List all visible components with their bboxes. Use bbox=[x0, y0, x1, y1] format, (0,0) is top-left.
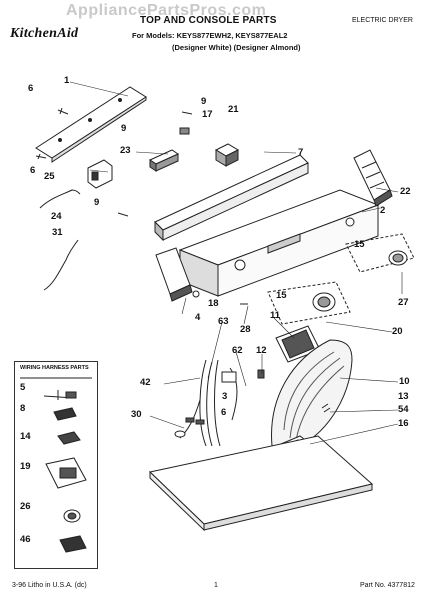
callout-27: 27 bbox=[398, 297, 409, 308]
part-switch bbox=[214, 143, 240, 167]
callout-23: 23 bbox=[120, 145, 131, 156]
callout-15: 15 bbox=[276, 290, 287, 301]
litho-note: 3-96 Litho in U.S.A. (dc) bbox=[12, 582, 87, 589]
part-console-frame bbox=[154, 154, 309, 242]
legend-title: WIRING HARNESS PARTS bbox=[20, 365, 89, 371]
callout-6: 6 bbox=[30, 165, 36, 176]
legend-parts bbox=[20, 377, 92, 553]
callout-9: 9 bbox=[94, 197, 100, 208]
page-title: TOP AND CONSOLE PARTS bbox=[140, 15, 277, 26]
legend-item: 26 bbox=[20, 501, 31, 512]
callout-4: 4 bbox=[195, 312, 201, 323]
callout-62: 62 bbox=[232, 345, 243, 356]
watermark: AppliancePartsPros.com bbox=[66, 2, 267, 19]
callout-15: 15 bbox=[354, 239, 365, 250]
callout-18: 18 bbox=[208, 298, 219, 309]
part-knob-group-20 bbox=[267, 281, 351, 325]
part-switch-30 bbox=[174, 430, 186, 438]
part-screws bbox=[35, 107, 248, 305]
callout-22: 22 bbox=[400, 186, 411, 197]
page-number: 1 bbox=[214, 582, 218, 589]
legend-item: 46 bbox=[20, 534, 31, 545]
legend-item: 5 bbox=[20, 382, 26, 393]
part-top-panel bbox=[148, 435, 374, 532]
part-cord-31 bbox=[43, 239, 79, 291]
part-screw-13 bbox=[321, 403, 331, 413]
legend-item: 19 bbox=[20, 461, 31, 472]
callout-42: 42 bbox=[140, 377, 151, 388]
part-wiring-harness bbox=[179, 359, 238, 447]
callout-9: 9 bbox=[121, 123, 127, 134]
legend-item: 8 bbox=[20, 403, 26, 414]
part-number: Part No. 4377812 bbox=[360, 582, 415, 589]
callout-11: 11 bbox=[270, 310, 281, 321]
part-end-cap-right bbox=[353, 149, 393, 207]
brand-logo: KitchenAid bbox=[10, 26, 79, 41]
legend-item: 14 bbox=[20, 431, 31, 442]
callout-25: 25 bbox=[44, 171, 55, 182]
callout-16: 16 bbox=[398, 418, 409, 429]
callout-13: 13 bbox=[398, 391, 409, 402]
part-lint-screen bbox=[271, 339, 353, 447]
callout-10: 10 bbox=[399, 376, 410, 387]
callout-54: 54 bbox=[398, 404, 409, 415]
model-numbers: For Models: KEYS877EWH2, KEYS877EAL2 bbox=[132, 31, 288, 40]
part-wire-24 bbox=[39, 189, 81, 209]
part-grommet bbox=[192, 290, 200, 298]
callout-20: 20 bbox=[392, 326, 403, 337]
callout-9: 9 bbox=[201, 96, 207, 107]
callout-2: 2 bbox=[380, 205, 386, 216]
wiring-harness-legend bbox=[14, 361, 98, 569]
callout-28: 28 bbox=[240, 324, 251, 335]
part-timer-switch bbox=[148, 149, 180, 172]
callout-6: 6 bbox=[28, 83, 34, 94]
callout-21: 21 bbox=[228, 104, 239, 115]
callout-24: 24 bbox=[51, 211, 62, 222]
part-console-back-panel bbox=[35, 86, 147, 163]
callout-63: 63 bbox=[218, 316, 229, 327]
part-terminal-block bbox=[179, 127, 190, 135]
model-colors: (Designer White) (Designer Almond) bbox=[172, 43, 301, 52]
callout-12: 12 bbox=[256, 345, 267, 356]
callout-30: 30 bbox=[131, 409, 142, 420]
part-bracket bbox=[87, 159, 113, 189]
callout-7: 7 bbox=[298, 147, 304, 158]
callout-31: 31 bbox=[52, 227, 63, 238]
callout-6: 6 bbox=[221, 407, 227, 418]
part-clip bbox=[257, 369, 265, 379]
part-knob-group-27 bbox=[345, 233, 415, 273]
callout-1: 1 bbox=[64, 75, 70, 86]
product-type: ELECTRIC DRYER bbox=[352, 17, 413, 24]
part-end-cap-left bbox=[155, 247, 193, 302]
callout-3: 3 bbox=[222, 391, 228, 402]
callout-17: 17 bbox=[202, 109, 213, 120]
